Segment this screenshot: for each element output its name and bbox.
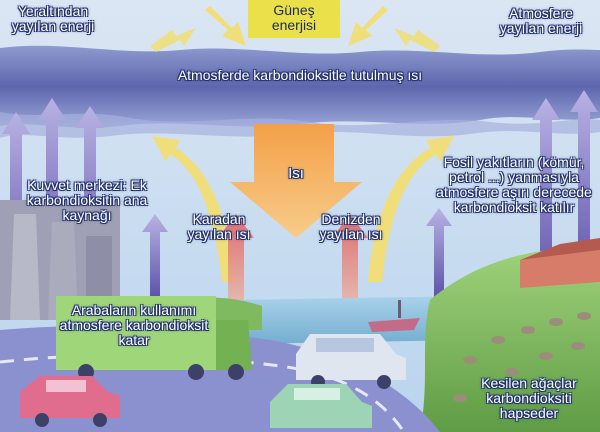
co2-arrow-right-3 [426,208,452,300]
sea [240,296,470,344]
atmosphere-band [0,45,600,128]
truck-cab [216,320,252,370]
pink-car-wheel-1 [35,413,49,427]
boat [368,318,420,332]
truck-wheel-3 [228,364,244,380]
sun-ray-left [205,6,246,46]
sea-heat-curve-arrow [368,136,454,282]
sun-energy-label: Güneş enerjisi [271,2,317,33]
co2-arrow-right-1 [532,98,560,300]
cooling-tower-1 [10,214,40,320]
land-heat-arrow [218,214,254,300]
power-plant-label: Kuvvet merkezi: Ek karbondioksitin ana k… [26,177,148,223]
land-heat-label: Karadan yayılan ısı [187,211,251,242]
trees-label: Kesilen ağaçlar karbondioksiti hapseder [481,375,577,421]
sun-ray-far-left [150,28,196,52]
factory-building [520,250,600,288]
co2-arrow-right-2 [570,90,598,290]
sea-heat-label: Denizden yayılan ısı [319,211,383,242]
green-car-window [294,388,340,400]
white-car-window [316,338,374,352]
land-heat-curve-arrow [152,136,236,282]
right-land [420,247,600,432]
tree-stumps [453,312,591,402]
cars-label: Arabaların kullanımı atmosfere karbondio… [59,302,209,348]
truck-wheel-2 [188,364,204,380]
sun-ray-right [348,6,388,46]
truck-trailer [56,296,216,370]
cooling-tower-2 [48,222,78,320]
pink-car [20,376,120,418]
sun-label-box [248,0,340,38]
heat-label: Isı [288,165,304,182]
boat-mast [398,300,401,318]
co2-arrow-left-2 [38,98,66,290]
sea-heat-arrow [332,214,368,300]
factory-roof [520,238,600,260]
geothermal-energy-label: Yeraltından yayılan enerji [11,3,95,34]
road-marking [0,353,406,432]
heat-down-arrow [230,124,362,238]
pink-car-wheel-2 [93,413,107,427]
fossil-fuels-label: Fosil yakıtların (kömür, petrol ...) yan… [436,154,592,215]
sun-ray-far-right [394,28,440,52]
trapped-heat-label: Atmosferde karbondioksitle tutulmuş ısı [177,67,423,83]
atmosphere-energy-label: Atmosfere yayılan enerji [499,5,583,36]
pink-car-window [46,380,86,392]
white-car-wheel-2 [377,375,391,389]
co2-arrow-left-4 [142,214,168,300]
